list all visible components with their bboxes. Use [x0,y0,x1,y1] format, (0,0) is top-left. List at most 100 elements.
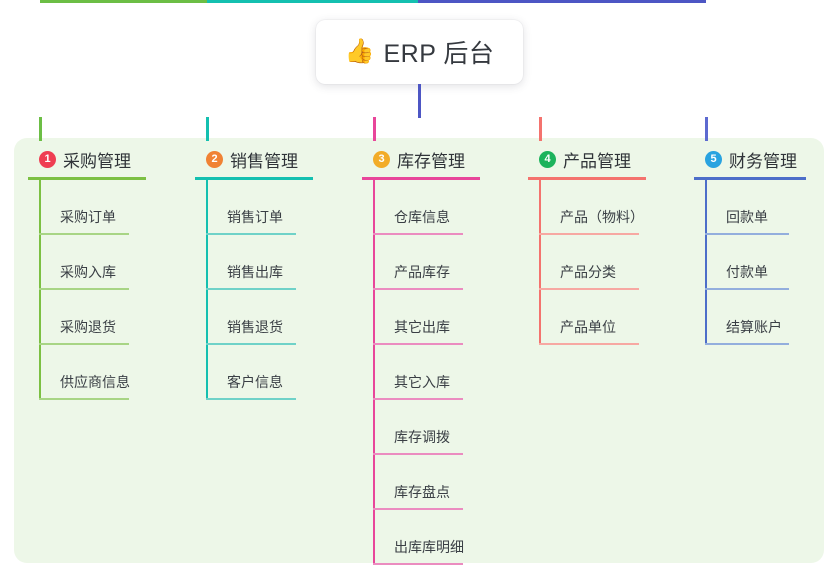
leaf-item-rule [705,233,789,235]
branch-number-badge: 3 [373,150,390,168]
leaf-item[interactable]: 产品分类 [528,235,646,290]
leaf-item[interactable]: 产品库存 [362,235,480,290]
leaf-item[interactable]: 库存盘点 [362,455,480,510]
branch-title: 采购管理 [63,151,131,171]
leaf-item-rule [705,343,789,345]
leaf-item-rule [39,233,129,235]
branch-drop-connector-4 [539,117,542,141]
leaf-item-rule [373,398,463,400]
leaf-item[interactable]: 销售出库 [195,235,313,290]
leaf-item-rule [39,343,129,345]
leaf-item[interactable]: 销售订单 [195,180,313,235]
thumbs-up-icon: 👍 [344,38,375,65]
leaf-item[interactable]: 采购入库 [28,235,146,290]
branch-drop-connector-1 [39,117,42,141]
leaf-item[interactable]: 产品单位 [528,290,646,345]
branch-header-2[interactable]: 2 销售管理 [195,146,313,172]
branch-spine [206,180,208,400]
leaf-item-label: 采购入库 [60,264,116,280]
leaf-item-label: 出库库明细 [394,539,464,555]
leaf-item[interactable]: 其它入库 [362,345,480,400]
branch-title: 财务管理 [729,151,797,171]
leaf-item-label: 销售退货 [227,319,283,335]
branch-items: 采购订单采购入库采购退货供应商信息 [28,180,146,400]
root-node[interactable]: 👍 ERP 后台 [316,20,523,84]
leaf-item-label: 库存盘点 [394,484,450,500]
branch-drop-connector-2 [206,117,209,141]
branch-4: 4 产品管理产品（物料） 产品分类产品单位 [528,146,646,345]
leaf-item-rule [206,343,296,345]
branch-header-rule [694,177,806,180]
leaf-item-label: 仓库信息 [394,209,450,225]
leaf-item-rule [539,288,639,290]
branch-drop-connector-5 [705,117,708,141]
branch-spine [373,180,375,565]
branch-number-badge: 5 [705,150,722,168]
leaf-item-label: 供应商信息 [60,374,130,390]
leaf-item-rule [539,343,639,345]
leaf-item[interactable]: 仓库信息 [362,180,480,235]
leaf-item-rule [206,398,296,400]
leaf-item-rule [705,288,789,290]
leaf-item[interactable]: 结算账户 [694,290,806,345]
leaf-item-label: 结算账户 [726,319,782,335]
branch-items: 回款单付款单结算账户 [694,180,806,345]
branch-spine [705,180,707,345]
leaf-item[interactable]: 回款单 [694,180,806,235]
leaf-item[interactable]: 出库库明细 [362,510,480,565]
leaf-item-label: 销售出库 [227,264,283,280]
leaf-item-label: 付款单 [726,264,768,280]
leaf-item[interactable]: 销售退货 [195,290,313,345]
root-stem-connector [418,84,421,118]
leaf-item-label: 库存调拨 [394,429,450,445]
branch-header-rule [528,177,646,180]
leaf-item[interactable]: 库存调拨 [362,400,480,455]
root-node-label: ERP 后台 [383,40,495,68]
leaf-item-label: 回款单 [726,209,768,225]
leaf-item-label: 客户信息 [227,374,283,390]
branch-items: 销售订单销售出库销售退货客户信息 [195,180,313,400]
leaf-item-label: 采购退货 [60,319,116,335]
leaf-item[interactable]: 供应商信息 [28,345,146,400]
leaf-item[interactable]: 采购退货 [28,290,146,345]
branch-title: 销售管理 [230,151,298,171]
leaf-item-rule [206,233,296,235]
branch-spine [39,180,41,400]
bus-segment-1 [40,0,207,3]
leaf-item-label: 销售订单 [227,209,283,225]
leaf-item-label: 产品（物料） [560,209,644,225]
branch-number-badge: 4 [539,150,556,168]
branch-header-5[interactable]: 5 财务管理 [694,146,806,172]
leaf-item-rule [373,453,463,455]
leaf-item-rule [373,563,463,565]
leaf-item[interactable]: 产品（物料） [528,180,646,235]
leaf-item-rule [39,398,129,400]
branch-2: 2 销售管理销售订单销售出库销售退货客户信息 [195,146,313,400]
leaf-item[interactable]: 采购订单 [28,180,146,235]
leaf-item-rule [373,233,463,235]
leaf-item-rule [373,508,463,510]
leaf-item[interactable]: 客户信息 [195,345,313,400]
branch-drop-connector-3 [373,117,376,141]
leaf-item-label: 产品库存 [394,264,450,280]
leaf-item[interactable]: 其它出库 [362,290,480,345]
branch-header-4[interactable]: 4 产品管理 [528,146,646,172]
leaf-item-rule [539,233,639,235]
leaf-item-label: 产品分类 [560,264,616,280]
branch-title: 产品管理 [563,151,631,171]
leaf-item[interactable]: 付款单 [694,235,806,290]
leaf-item-rule [373,343,463,345]
leaf-item-rule [39,288,129,290]
leaf-item-rule [206,288,296,290]
leaf-item-label: 产品单位 [560,319,616,335]
branch-number-badge: 2 [206,150,223,168]
leaf-item-label: 采购订单 [60,209,116,225]
bus-segment-3 [418,0,706,3]
branch-spine [539,180,541,345]
branch-items: 产品（物料） 产品分类产品单位 [528,180,646,345]
